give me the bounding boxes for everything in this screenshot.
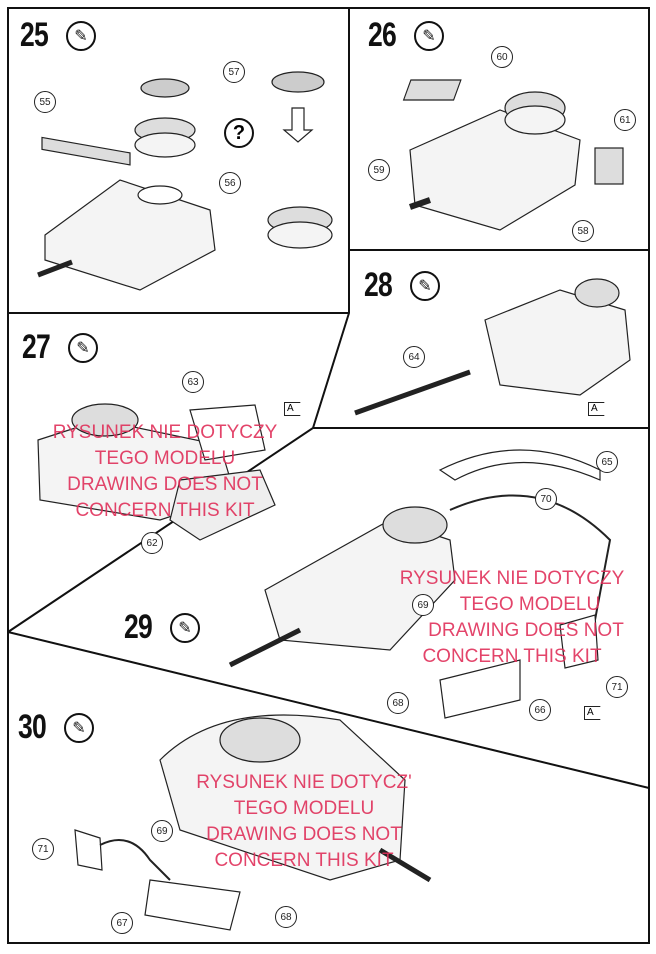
step-30: 30 ✎ xyxy=(18,708,94,747)
watermark-line: DRAWING DOES NOT xyxy=(428,620,624,641)
part-callout: 64 xyxy=(403,346,425,368)
part-callout: 63 xyxy=(182,371,204,393)
part-callout: 59 xyxy=(368,159,390,181)
part-callout: 58 xyxy=(572,220,594,242)
watermark-line: CONCERN THIS KIT xyxy=(75,500,255,521)
glue-tube-icon: ✎ xyxy=(170,612,200,643)
step-27: 27 ✎ xyxy=(22,328,98,367)
part-callout: 70 xyxy=(535,488,557,510)
watermark-line: TEGO MODELU xyxy=(233,798,375,819)
step-number: 27 xyxy=(22,328,51,366)
watermark-line: CONCERN THIS KIT xyxy=(422,646,602,667)
reference-flag-a: A xyxy=(584,706,601,720)
glue-tube-icon: ✎ xyxy=(410,270,440,301)
step-25: 25 ✎ xyxy=(20,16,96,55)
part-callout: 71 xyxy=(606,676,628,698)
part-callout: 68 xyxy=(275,906,297,928)
not-applicable-watermark: RYSUNEK NIE DOTYCZY TEGO MODELU DRAWING … xyxy=(50,420,280,524)
part-callout: 61 xyxy=(614,109,636,131)
question-mark-icon: ? xyxy=(224,118,254,148)
step25-drawing xyxy=(37,71,333,291)
part-callout: 67 xyxy=(111,912,133,934)
glue-tube-icon: ✎ xyxy=(66,20,96,51)
watermark-line: RYSUNEK NIE DOTYCZY xyxy=(52,422,278,443)
watermark-line: DRAWING DOES NOT xyxy=(67,474,263,495)
step-number: 25 xyxy=(20,16,49,54)
step-number: 26 xyxy=(368,16,397,54)
step-26: 26 ✎ xyxy=(368,16,444,55)
part-callout: 65 xyxy=(596,451,618,473)
part-callout: 55 xyxy=(34,91,56,113)
step27-drawing xyxy=(37,403,276,541)
glue-tube-icon: ✎ xyxy=(414,20,444,51)
part-callout: 62 xyxy=(141,532,163,554)
turret-body xyxy=(44,179,216,291)
step-number: 29 xyxy=(124,608,153,646)
divider-27-28-29 xyxy=(7,250,350,633)
part-55 xyxy=(41,136,131,166)
watermark-line: TEGO MODELU xyxy=(94,448,236,469)
part-callout: 60 xyxy=(491,46,513,68)
step-28: 28 ✎ xyxy=(364,266,440,305)
watermark-line: DRAWING DOES NOT xyxy=(206,824,402,845)
not-applicable-watermark: RYSUNEK NIE DOTYCZY TEGO MODELU DRAWING … xyxy=(392,566,632,670)
glue-tube-icon: ✎ xyxy=(64,712,94,743)
step-number: 28 xyxy=(364,266,393,304)
step30-drawing xyxy=(74,714,432,931)
divider-29-30 xyxy=(7,631,650,789)
outer-border xyxy=(7,7,650,944)
watermark-line: CONCERN THIS KIT xyxy=(214,850,394,871)
part-callout: 69 xyxy=(151,820,173,842)
step28-drawing xyxy=(354,278,631,416)
part-57 xyxy=(140,78,190,98)
not-applicable-watermark: RYSUNEK NIE DOTYCZ' TEGO MODELU DRAWING … xyxy=(184,770,424,874)
part-callout: 66 xyxy=(529,699,551,721)
step26-drawing xyxy=(402,79,624,231)
watermark-line: TEGO MODELU xyxy=(459,594,601,615)
part-callout: 71 xyxy=(32,838,54,860)
glue-tube-icon: ✎ xyxy=(68,332,98,363)
part-callout: 56 xyxy=(219,172,241,194)
part-callout: 68 xyxy=(387,692,409,714)
step29-drawing xyxy=(228,449,612,719)
watermark-line: RYSUNEK NIE DOTYCZ' xyxy=(196,772,412,793)
step-number: 30 xyxy=(18,708,47,746)
part-callout: 57 xyxy=(223,61,245,83)
step-29: 29 ✎ xyxy=(124,608,200,647)
part-callout: 69 xyxy=(412,594,434,616)
watermark-line: RYSUNEK NIE DOTYCZY xyxy=(399,568,625,589)
